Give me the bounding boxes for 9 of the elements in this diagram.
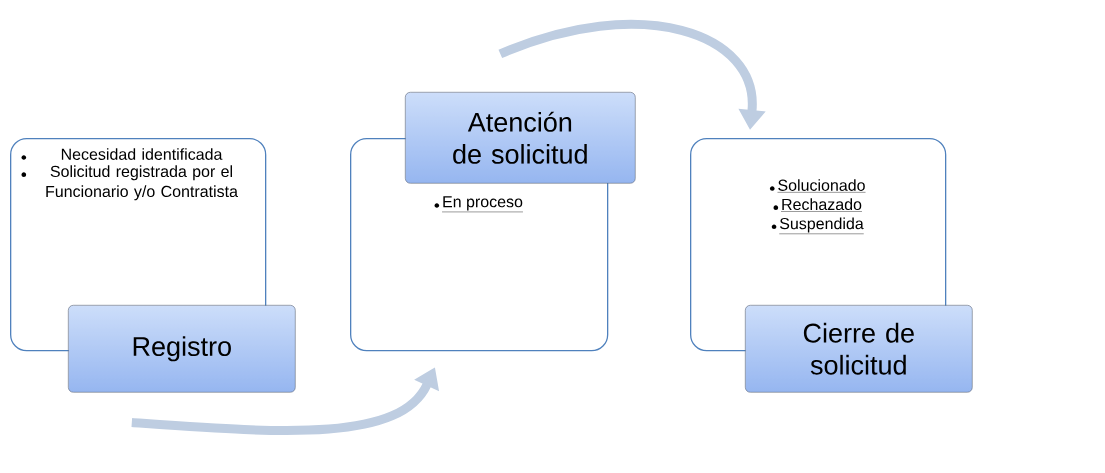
title-box: Registro <box>68 305 296 393</box>
list-item: Solucionado <box>777 179 866 193</box>
list-item: Suspendida <box>779 217 864 234</box>
list-item: En proceso <box>441 196 524 213</box>
title-box: Atención de solicitud <box>405 92 636 184</box>
list-item: Rechazado <box>780 198 863 212</box>
list-item: Solicitud registrada por el Funcionario y/o Contratista <box>46 165 238 201</box>
list-item: Necesidad identificada <box>61 148 223 160</box>
title-box: Cierre de solicitud <box>745 305 973 393</box>
